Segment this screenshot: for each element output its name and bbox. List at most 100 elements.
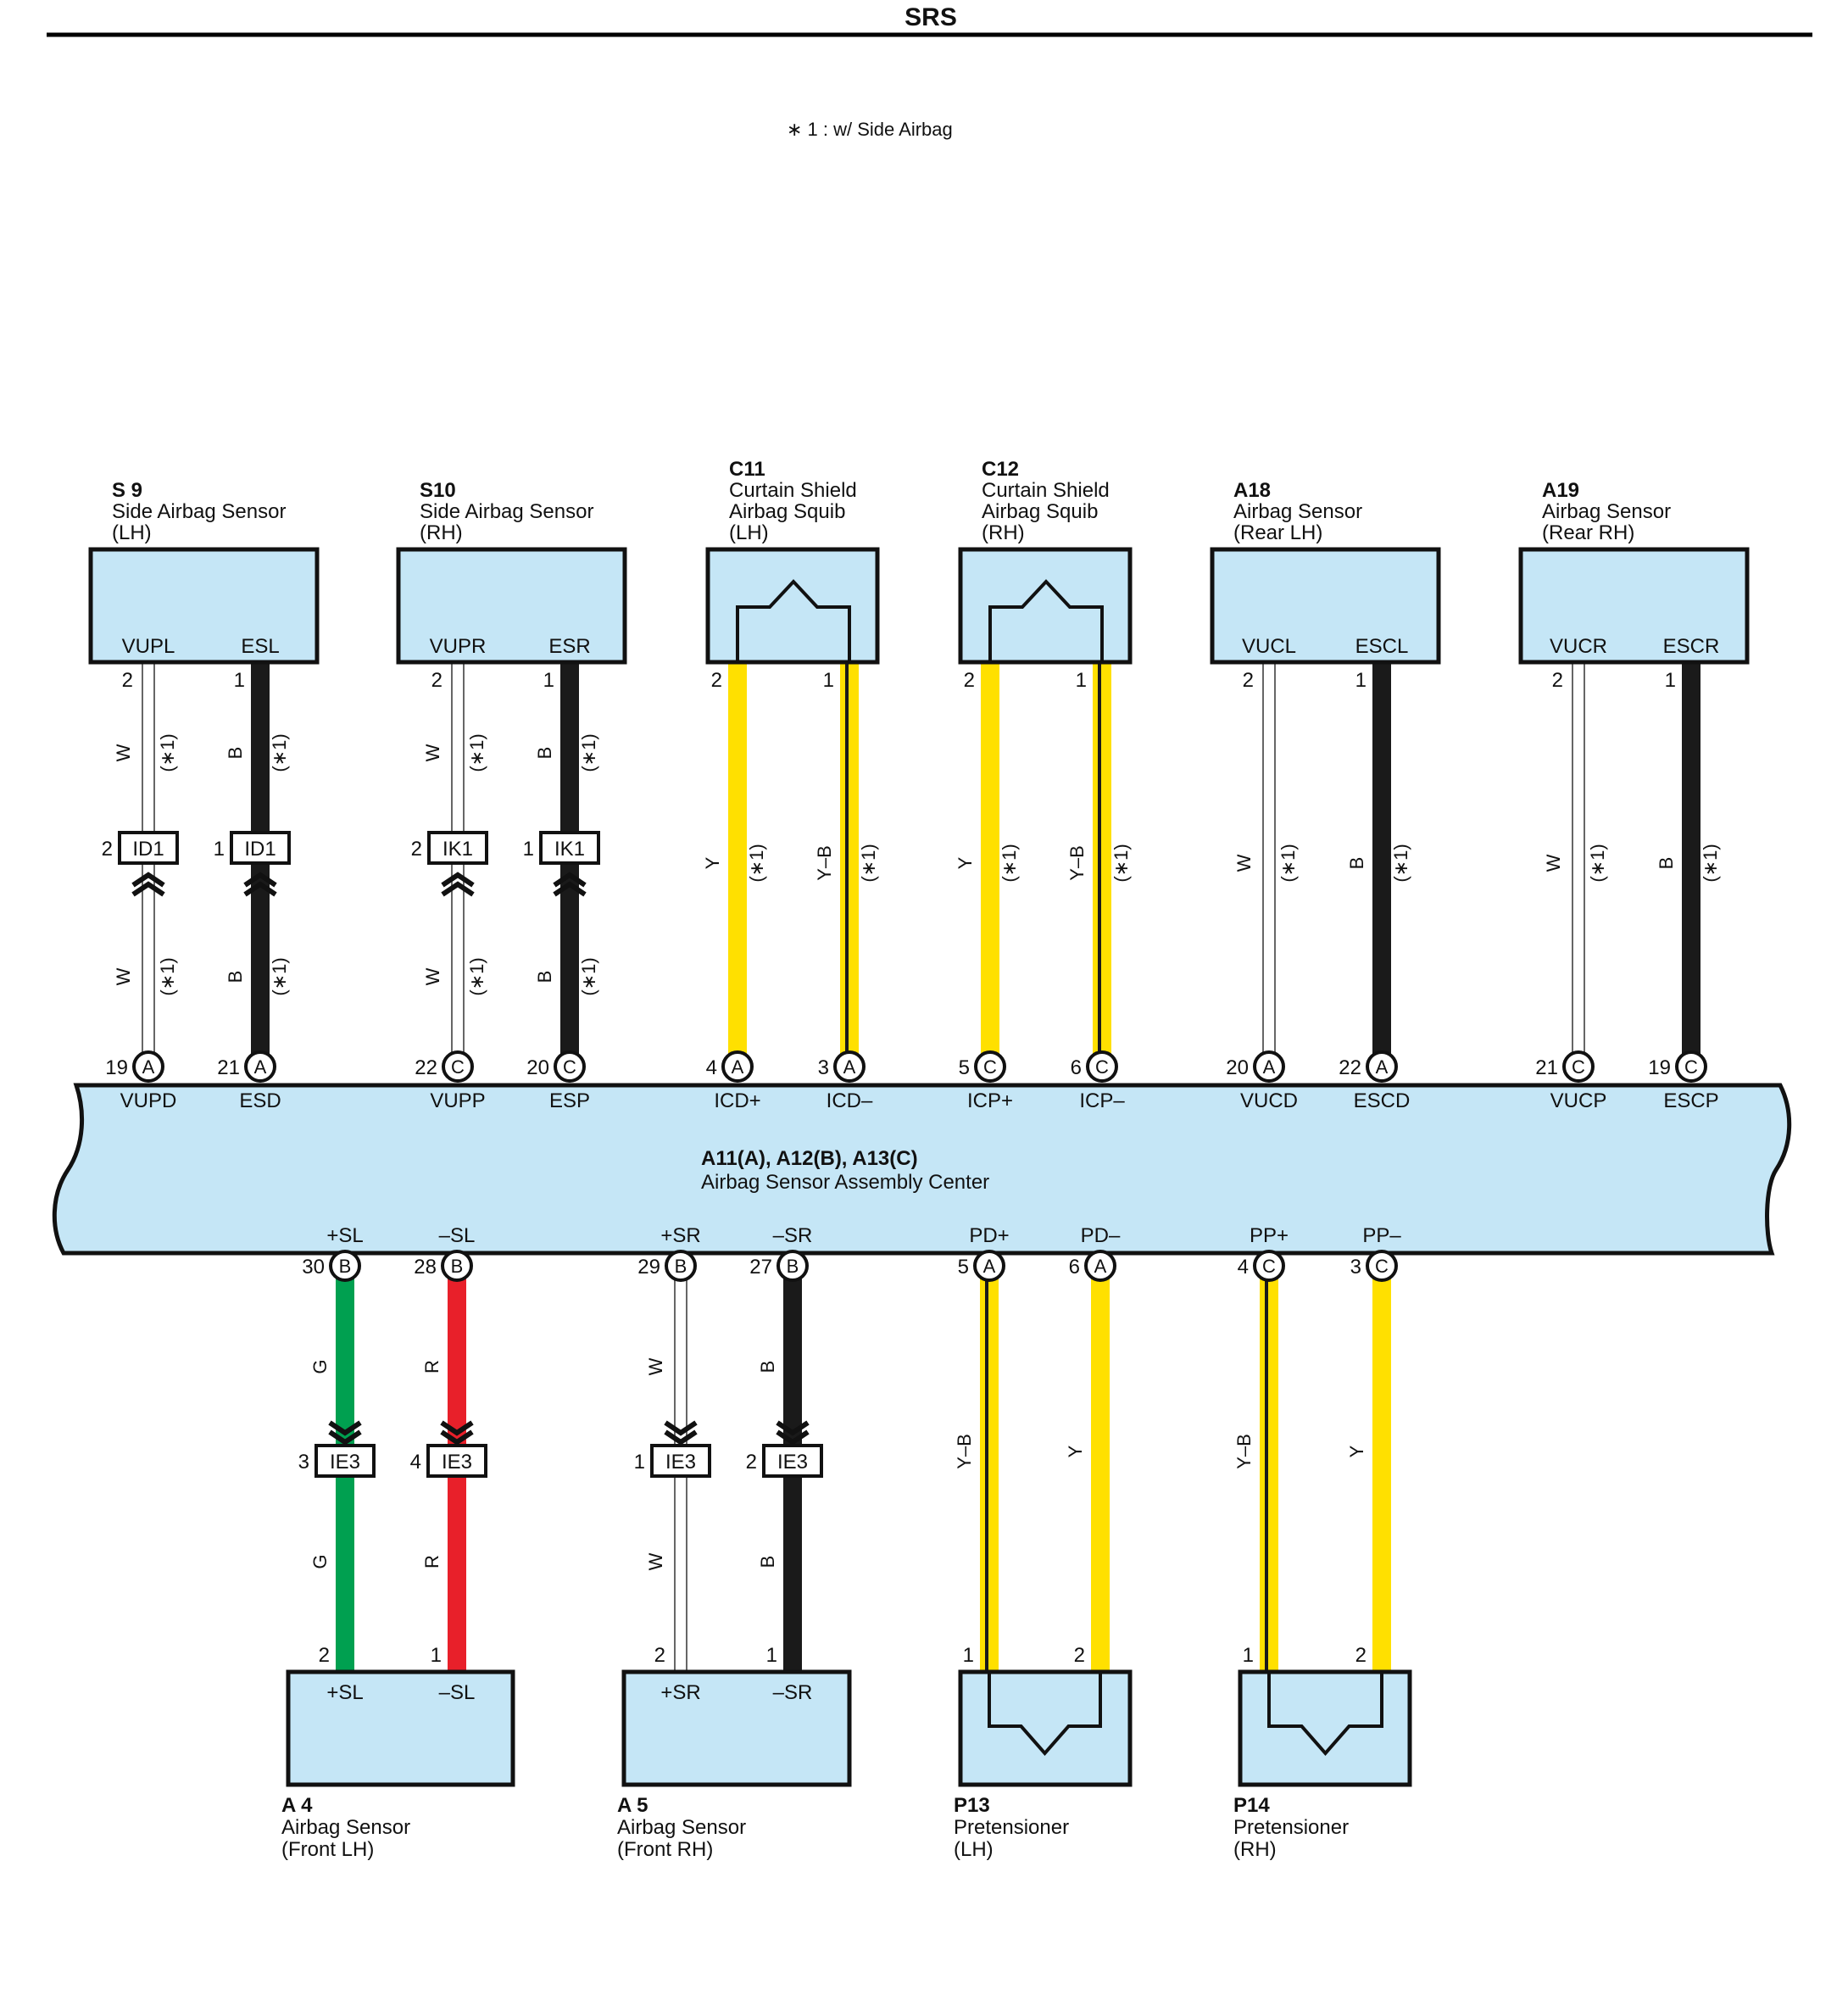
center-top-terminal-11-circle xyxy=(1675,1050,1707,1083)
top-wire-8-color: W xyxy=(1233,854,1255,872)
top-component-5-box xyxy=(1518,547,1750,665)
top-wire-5-color: Y–B xyxy=(814,845,835,881)
bottom-junction-2-box xyxy=(650,1444,711,1478)
top-junction-1-label: ID1 xyxy=(244,838,276,861)
center-top-terminal-6-conn: C xyxy=(983,1056,997,1078)
center-assembly-layer: A11(A), A12(B), A13(C)Airbag Sensor Asse… xyxy=(52,1083,1792,1256)
center-top-terminal-4-conn: A xyxy=(732,1056,744,1078)
top-component-4-pin-1: 1 xyxy=(1355,669,1367,692)
top-wire-8-note: (∗1) xyxy=(1277,844,1299,882)
top-component-0-name-line-0: Side Airbag Sensor xyxy=(112,500,286,523)
bottom-wire-3-color-lower: B xyxy=(757,1556,778,1568)
center-bottom-terminal-0-conn: B xyxy=(339,1256,352,1277)
center-top-terminal-4-circle xyxy=(721,1050,754,1083)
top-junction-2-chevron-icon xyxy=(441,881,475,897)
top-component-2-pin-1: 1 xyxy=(823,669,834,692)
top-component-4-terminal-1: ESCL xyxy=(1355,635,1409,658)
top-component-5-name-line-1: (Rear RH) xyxy=(1542,521,1634,544)
center-top-terminal-9-conn: A xyxy=(1376,1056,1389,1078)
bottom-component-0-name-line-0: Airbag Sensor xyxy=(281,1816,410,1839)
top-component-1-id: S10 xyxy=(420,479,456,502)
top-wire-2-note-lower: (∗1) xyxy=(466,957,487,995)
top-wire-1-note-lower: (∗1) xyxy=(269,957,290,995)
center-bottom-terminal-7-conn: C xyxy=(1375,1256,1389,1277)
center-top-terminal-3-pin: 20 xyxy=(526,1056,549,1079)
top-wire-4-note: (∗1) xyxy=(746,844,767,882)
center-top-terminal-1-circle xyxy=(244,1050,276,1083)
bottom-junction-1-chevron-icon xyxy=(440,1420,474,1436)
center-bottom-terminal-2-conn: B xyxy=(675,1256,687,1277)
center-bottom-terminal-7-pin: 3 xyxy=(1350,1256,1361,1279)
top-junction-3-box xyxy=(539,831,600,865)
bottom-junction-1-pin: 4 xyxy=(410,1451,421,1474)
center-bottom-terminal-5-pin: 6 xyxy=(1069,1256,1080,1279)
bottom-wire-1-color-lower: R xyxy=(421,1555,443,1568)
top-component-3-box xyxy=(958,547,1133,665)
top-component-2-box xyxy=(705,547,880,665)
center-bottom-terminal-3-conn: B xyxy=(787,1256,799,1277)
center-bottom-terminal-0-circle xyxy=(329,1250,361,1282)
bottom-component-2-name-line-1: (LH) xyxy=(954,1838,994,1861)
center-assembly-body xyxy=(52,1083,1792,1256)
bottom-wire-2-color-lower: W xyxy=(645,1552,666,1570)
bottom-wire-4-color: Y–B xyxy=(954,1434,975,1469)
center-bottom-terminal-1-pin: 28 xyxy=(414,1256,437,1279)
top-component-1-name-line-0: Side Airbag Sensor xyxy=(420,500,593,523)
bottom-component-0-box xyxy=(286,1669,515,1787)
center-top-terminal-4-label: ICD+ xyxy=(714,1089,760,1112)
top-component-4-id: A18 xyxy=(1233,479,1271,502)
top-component-1-pin-1: 1 xyxy=(543,669,554,692)
top-wire-3-note-lower: (∗1) xyxy=(578,957,599,995)
bottom-junction-0-chevron-icon xyxy=(328,1429,362,1446)
bottom-wire-0-color-upper: G xyxy=(309,1359,331,1373)
bottom-junction-1-label: IE3 xyxy=(442,1451,472,1474)
center-top-terminal-5-label: ICD– xyxy=(827,1089,873,1112)
top-wire-10-note: (∗1) xyxy=(1587,844,1608,882)
top-component-3-squib-icon xyxy=(988,579,1104,662)
top-junction-3-chevron-icon xyxy=(553,872,587,888)
center-top-terminal-10-circle xyxy=(1562,1050,1595,1083)
bottom-junction-2-chevron-icon xyxy=(664,1429,698,1446)
top-component-3-name-line-2: (RH) xyxy=(982,521,1025,544)
center-bottom-terminal-3-circle xyxy=(776,1250,809,1282)
top-component-3-pin-0: 2 xyxy=(964,669,975,692)
center-top-terminal-2-pin: 22 xyxy=(415,1056,437,1079)
top-junction-2-label: IK1 xyxy=(443,838,473,861)
top-wire-5-note: (∗1) xyxy=(858,844,879,882)
bottom-component-0-pin-0: 2 xyxy=(319,1644,330,1667)
center-top-terminal-5-conn: A xyxy=(843,1056,856,1078)
center-top-terminal-4-pin: 4 xyxy=(706,1056,717,1079)
top-component-0-id: S 9 xyxy=(112,479,142,502)
bottom-junction-3-chevron-icon xyxy=(776,1429,810,1446)
footnote: ∗ 1 : w/ Side Airbag xyxy=(787,119,953,140)
top-wire-6-color: Y xyxy=(955,856,976,869)
center-top-terminal-7-pin: 6 xyxy=(1071,1056,1082,1079)
bottom-junction-1-box xyxy=(426,1444,487,1478)
top-junction-0-chevron-icon xyxy=(131,872,165,888)
center-top-terminal-9-label: ESCD xyxy=(1354,1089,1411,1112)
center-top-terminal-2-circle xyxy=(442,1050,474,1083)
center-bottom-terminal-2-label: +SR xyxy=(660,1224,700,1247)
top-wire-11-note: (∗1) xyxy=(1700,844,1721,882)
center-bottom-terminal-1-label: –SL xyxy=(439,1224,476,1247)
center-top-terminal-7-circle xyxy=(1086,1050,1118,1083)
bottom-component-3-id: P14 xyxy=(1233,1794,1270,1817)
center-top-terminal-1-label: ESD xyxy=(239,1089,281,1112)
top-component-0-terminal-1: ESL xyxy=(241,635,279,658)
center-bottom-terminal-2-circle xyxy=(665,1250,697,1282)
top-wire-7-note: (∗1) xyxy=(1110,844,1132,882)
top-component-4-pin-0: 2 xyxy=(1243,669,1254,692)
center-top-terminal-11-conn: C xyxy=(1684,1056,1698,1078)
bottom-component-2-name-line-0: Pretensioner xyxy=(954,1816,1069,1839)
center-top-terminal-8-label: VUCD xyxy=(1240,1089,1298,1112)
top-wire-6-note: (∗1) xyxy=(999,844,1020,882)
top-junction-1-chevron-icon xyxy=(243,872,277,888)
center-bottom-terminal-4-circle xyxy=(973,1250,1005,1282)
bottom-component-0-id: A 4 xyxy=(281,1794,313,1817)
bottom-component-1-name-line-1: (Front RH) xyxy=(617,1838,713,1861)
center-bottom-terminal-4-label: PD+ xyxy=(969,1224,1009,1247)
top-component-3-id: C12 xyxy=(982,458,1019,481)
top-wire-0-color-upper: W xyxy=(113,744,134,761)
